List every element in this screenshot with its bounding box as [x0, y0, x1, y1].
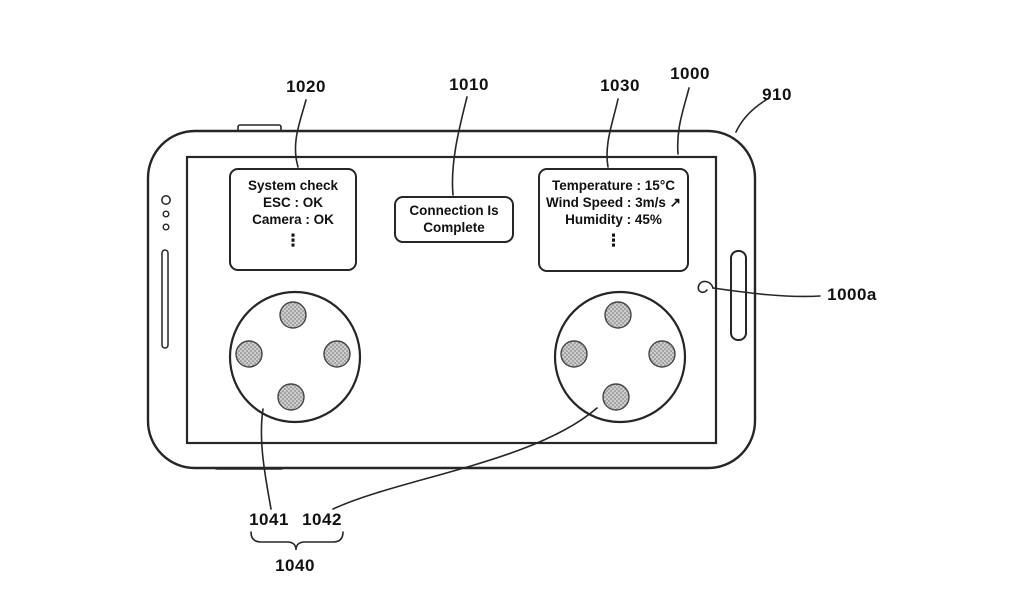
leader-line-1000: [676, 87, 690, 155]
leader-line-1000a: [712, 287, 821, 298]
right-joystick-up-pad: [604, 301, 632, 329]
left-joystick: [228, 290, 362, 424]
system-check-title: System check: [247, 178, 339, 193]
leader-line-1020: [294, 99, 307, 168]
system-check-panel: System check ESC : OK Camera : OK ⋮: [229, 168, 357, 271]
connection-status-panel: Connection Is Complete: [394, 196, 514, 243]
leader-line-1030: [606, 98, 619, 168]
leader-lines: [250, 87, 821, 551]
leader-line-1042: [332, 407, 598, 510]
right-joystick-down-pad: [602, 383, 630, 411]
left-joystick-left-pad: [235, 340, 263, 368]
right-joystick-right-pad: [648, 340, 676, 368]
ref-label-1020: 1020: [286, 77, 326, 96]
ellipsis-icon: ⋮: [284, 231, 302, 251]
system-check-esc-status: ESC : OK: [262, 195, 323, 210]
connection-status-line2: Complete: [423, 220, 485, 235]
ref-label-910: 910: [762, 85, 792, 104]
ref-label-1041: 1041: [249, 510, 289, 529]
left-joystick-up-pad: [279, 301, 307, 329]
right-joystick: [553, 290, 687, 424]
ref-label-1000: 1000: [670, 64, 710, 83]
right-joystick-ring: [553, 290, 687, 424]
telemetry-panel: Temperature : 15°C Wind Speed : 3m/s ↗ H…: [538, 168, 689, 272]
right-joystick-left-pad: [560, 340, 588, 368]
ref-label-1010: 1010: [449, 75, 489, 94]
ref-label-1000a: 1000a: [827, 285, 877, 304]
ref-label-1030: 1030: [600, 76, 640, 95]
bezel-left-slot: [161, 249, 169, 349]
leader-squiggle-1000a: [697, 280, 714, 293]
connection-status-line1: Connection Is: [409, 203, 499, 218]
bezel-sensor-dot-1: [161, 195, 171, 205]
ellipsis-icon: ⋮: [605, 231, 622, 251]
bezel-right-button: [730, 250, 747, 341]
telemetry-humidity: Humidity : 45%: [565, 212, 662, 227]
left-joystick-right-pad: [323, 340, 351, 368]
bezel-sensor-dot-3: [162, 223, 170, 231]
system-check-camera-status: Camera : OK: [252, 212, 334, 227]
telemetry-temperature: Temperature : 15°C: [552, 178, 675, 193]
brace-1040: [250, 531, 344, 551]
telemetry-wind-speed: Wind Speed : 3m/s ↗: [546, 195, 681, 210]
ref-label-1042: 1042: [302, 510, 342, 529]
leader-line-1041: [260, 408, 272, 510]
ref-label-1040: 1040: [275, 556, 315, 575]
leader-line-910: [735, 99, 767, 133]
left-joystick-down-pad: [277, 383, 305, 411]
leader-line-1010: [451, 96, 468, 196]
left-joystick-ring: [228, 290, 362, 424]
bezel-sensor-dot-2: [162, 210, 170, 218]
